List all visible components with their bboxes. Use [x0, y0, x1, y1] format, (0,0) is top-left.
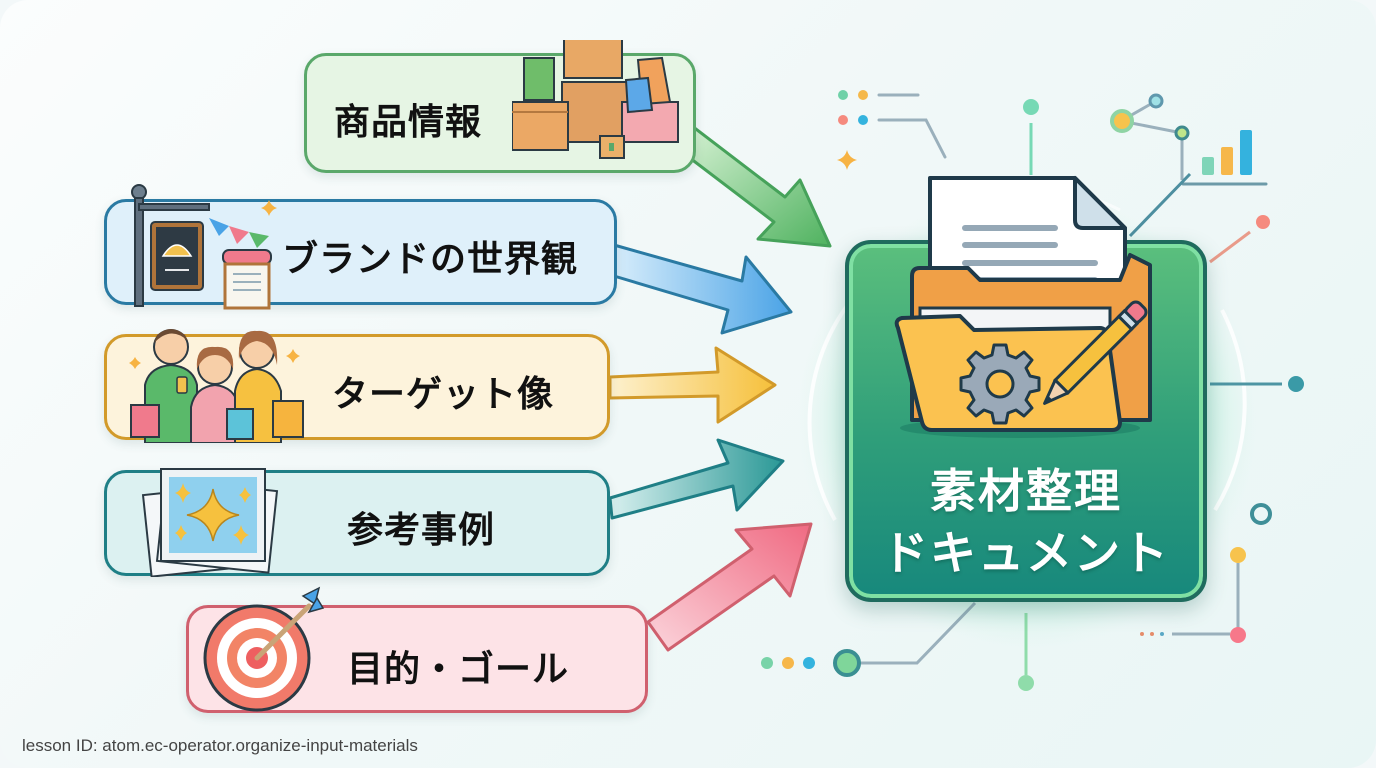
gear-icon	[959, 343, 1041, 425]
target-icon	[203, 586, 325, 712]
bar-chart-icon	[1240, 130, 1252, 175]
dot-decoration	[761, 657, 773, 669]
input-box-reference-cases: 参考事例	[104, 468, 610, 577]
storefront-sign-icon	[131, 184, 277, 310]
dot-decoration	[838, 90, 848, 100]
dot-decoration	[838, 115, 848, 125]
network-node	[1288, 376, 1304, 392]
pin-dot	[1023, 99, 1039, 115]
center-title-line1: 素材整理	[930, 464, 1122, 518]
network-node	[1230, 627, 1246, 643]
ring-node	[1250, 503, 1272, 525]
dot-decoration	[858, 115, 868, 125]
input-label: ターゲット像	[332, 374, 555, 415]
input-box-brand-worldview: ブランドの世界観	[104, 184, 617, 310]
sparkle-photos-icon	[141, 468, 279, 577]
input-label: ブランドの世界観	[282, 239, 579, 280]
input-label: 商品情報	[334, 102, 483, 143]
network-node	[1256, 215, 1270, 229]
shoppers-icon	[129, 329, 304, 443]
dot-decoration	[803, 657, 815, 669]
line-decoration	[877, 118, 947, 159]
glow-ring-right	[1213, 309, 1247, 512]
dot-decoration	[858, 90, 868, 100]
network-node	[1110, 109, 1134, 133]
arrow-product-info	[680, 124, 832, 248]
bar-chart-icon	[1202, 157, 1214, 175]
boxes-icon	[512, 40, 679, 159]
input-label: 目的・ゴール	[347, 649, 570, 690]
dot-decoration	[1140, 632, 1144, 636]
arrow-reference-cases	[608, 438, 785, 520]
network-node	[1174, 125, 1190, 141]
input-box-purpose-goal: 目的・ゴール	[186, 586, 648, 713]
input-box-product-info: 商品情報	[304, 40, 696, 173]
lesson-id: lesson ID: atom.ec-operator.organize-inp…	[22, 736, 418, 755]
pencil-icon	[1043, 300, 1148, 405]
network-line	[1209, 230, 1251, 264]
bar-chart-icon	[1221, 147, 1233, 175]
document-folder-illustration	[894, 176, 1152, 438]
dot-decoration	[1150, 632, 1154, 636]
pin-dot	[1018, 675, 1034, 691]
input-label: 参考事例	[347, 510, 496, 551]
dot-decoration	[1160, 632, 1164, 636]
arrow-target-persona	[608, 346, 777, 424]
network-line	[1128, 172, 1192, 238]
arrow-purpose-goal	[646, 522, 813, 652]
dot-decoration	[782, 657, 794, 669]
center-title-line2: ドキュメント	[882, 526, 1170, 580]
input-box-target-persona: ターゲット像	[104, 329, 610, 443]
network-node	[833, 649, 861, 677]
sparkle-icon	[837, 150, 857, 170]
network-node	[1148, 93, 1164, 109]
arrow-brand-worldview	[612, 243, 793, 335]
network-node	[1230, 547, 1246, 563]
network-line	[860, 601, 977, 665]
